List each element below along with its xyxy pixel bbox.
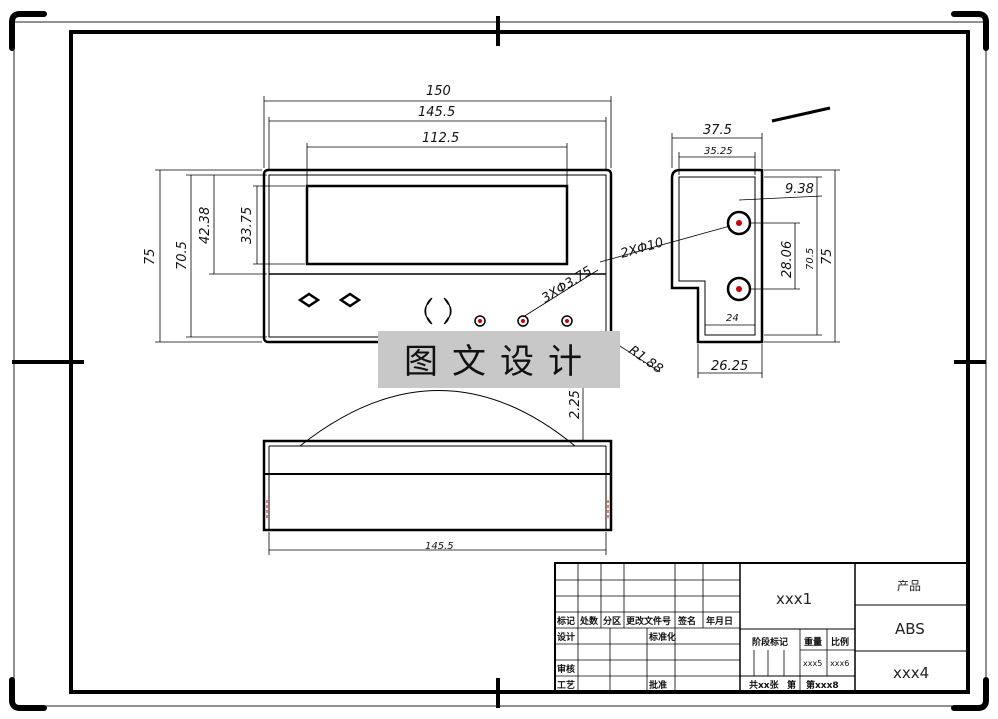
button-hole-2 — [517, 315, 529, 327]
dim-front-70-5: 70.5 — [175, 241, 190, 270]
side-hole-lower — [726, 276, 752, 302]
sensor-icon — [424, 297, 433, 325]
tb-header-change-doc: 更改文件号 — [626, 615, 671, 627]
dim-side-holes: 2XΦ10 — [619, 235, 665, 262]
dim-front-button-holes: 3XΦ3.75 — [539, 264, 595, 307]
dim-side-26-25: 26.25 — [711, 359, 748, 374]
tb-sheet-number: 第xxx8 — [806, 679, 839, 691]
dim-bottom-145-5: 145.5 — [425, 541, 454, 552]
title-block — [554, 562, 969, 693]
dim-side-70-5: 70.5 — [805, 248, 816, 270]
tb-header-zone: 分区 — [603, 615, 621, 627]
dim-front-radius: R1.88 — [626, 343, 666, 377]
tb-product-label: 产品 — [897, 579, 921, 593]
tb-scale-value: xxx6 — [830, 659, 849, 668]
tb-design: 设计 — [557, 631, 575, 643]
dim-front-75: 75 — [143, 248, 158, 265]
tb-review: 审核 — [557, 663, 575, 675]
side-view — [599, 106, 840, 378]
tb-stage-mark: 阶段标记 — [752, 636, 788, 648]
dim-side-75: 75 — [820, 248, 835, 265]
sheet-border — [9, 11, 989, 711]
tb-drawing-code: xxx4 — [893, 664, 929, 682]
tb-header-count: 处数 — [579, 615, 599, 627]
watermark-text: 图文设计 — [404, 342, 596, 382]
tb-header-mark: 标记 — [556, 615, 575, 627]
dim-side-37-5: 37.5 — [703, 123, 732, 138]
watermark: 图文设计 — [378, 331, 620, 388]
tb-drawing-name: xxx1 — [776, 590, 812, 608]
tb-sheets: 共xx张 — [749, 679, 780, 691]
dim-front-150: 150 — [426, 84, 451, 99]
front-view — [155, 96, 661, 373]
dim-front-112-5: 112.5 — [422, 131, 459, 146]
tb-scale: 比例 — [831, 636, 849, 648]
dim-bottom-2-25: 2.25 — [568, 390, 583, 419]
bottom-view — [262, 388, 613, 555]
dim-side-28-06: 28.06 — [780, 241, 795, 278]
tb-header-date: 年月日 — [706, 615, 733, 627]
dim-front-33-75: 33.75 — [240, 207, 255, 244]
dim-side-9-38: 9.38 — [785, 182, 814, 197]
tb-weight-value: xxx5 — [803, 659, 822, 668]
tb-standardization: 标准化 — [648, 631, 676, 643]
tb-sheet-prefix: 第 — [787, 679, 796, 691]
diamond-button-left — [297, 292, 321, 308]
tb-approve: 批准 — [649, 679, 667, 691]
dim-side-24: 24 — [726, 313, 739, 324]
dim-front-42-38: 42.38 — [198, 207, 213, 244]
side-hole-upper — [726, 210, 752, 236]
button-hole-3 — [561, 315, 573, 327]
tb-header-sign: 签名 — [677, 615, 696, 627]
dim-side-35-25: 35.25 — [704, 146, 733, 157]
tb-process: 工艺 — [557, 679, 575, 691]
diamond-button-right — [338, 292, 362, 308]
tb-weight: 重量 — [804, 636, 822, 648]
button-hole-1 — [474, 315, 486, 327]
tb-material: ABS — [895, 620, 925, 638]
dim-front-145-5: 145.5 — [418, 105, 455, 120]
